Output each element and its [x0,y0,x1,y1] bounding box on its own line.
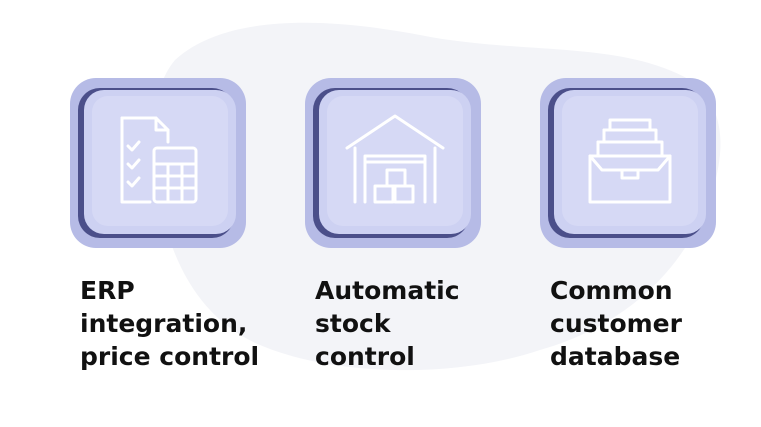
feature-label: ERP integration, price control [80,276,260,371]
feature-tile [305,78,481,248]
warehouse-icon [345,114,445,204]
feature-stock-control: Automatic stock control [305,78,505,373]
feature-customer-database: Common customer database [540,78,740,373]
feature-tile [540,78,716,248]
document-calculator-icon [120,116,198,204]
feature-label: Automatic stock control [315,276,460,371]
feature-tile [70,78,246,248]
feature-erp-integration: ERP integration, price control [70,78,270,373]
file-drawer-icon [588,118,672,204]
feature-label: Common customer database [550,276,682,371]
